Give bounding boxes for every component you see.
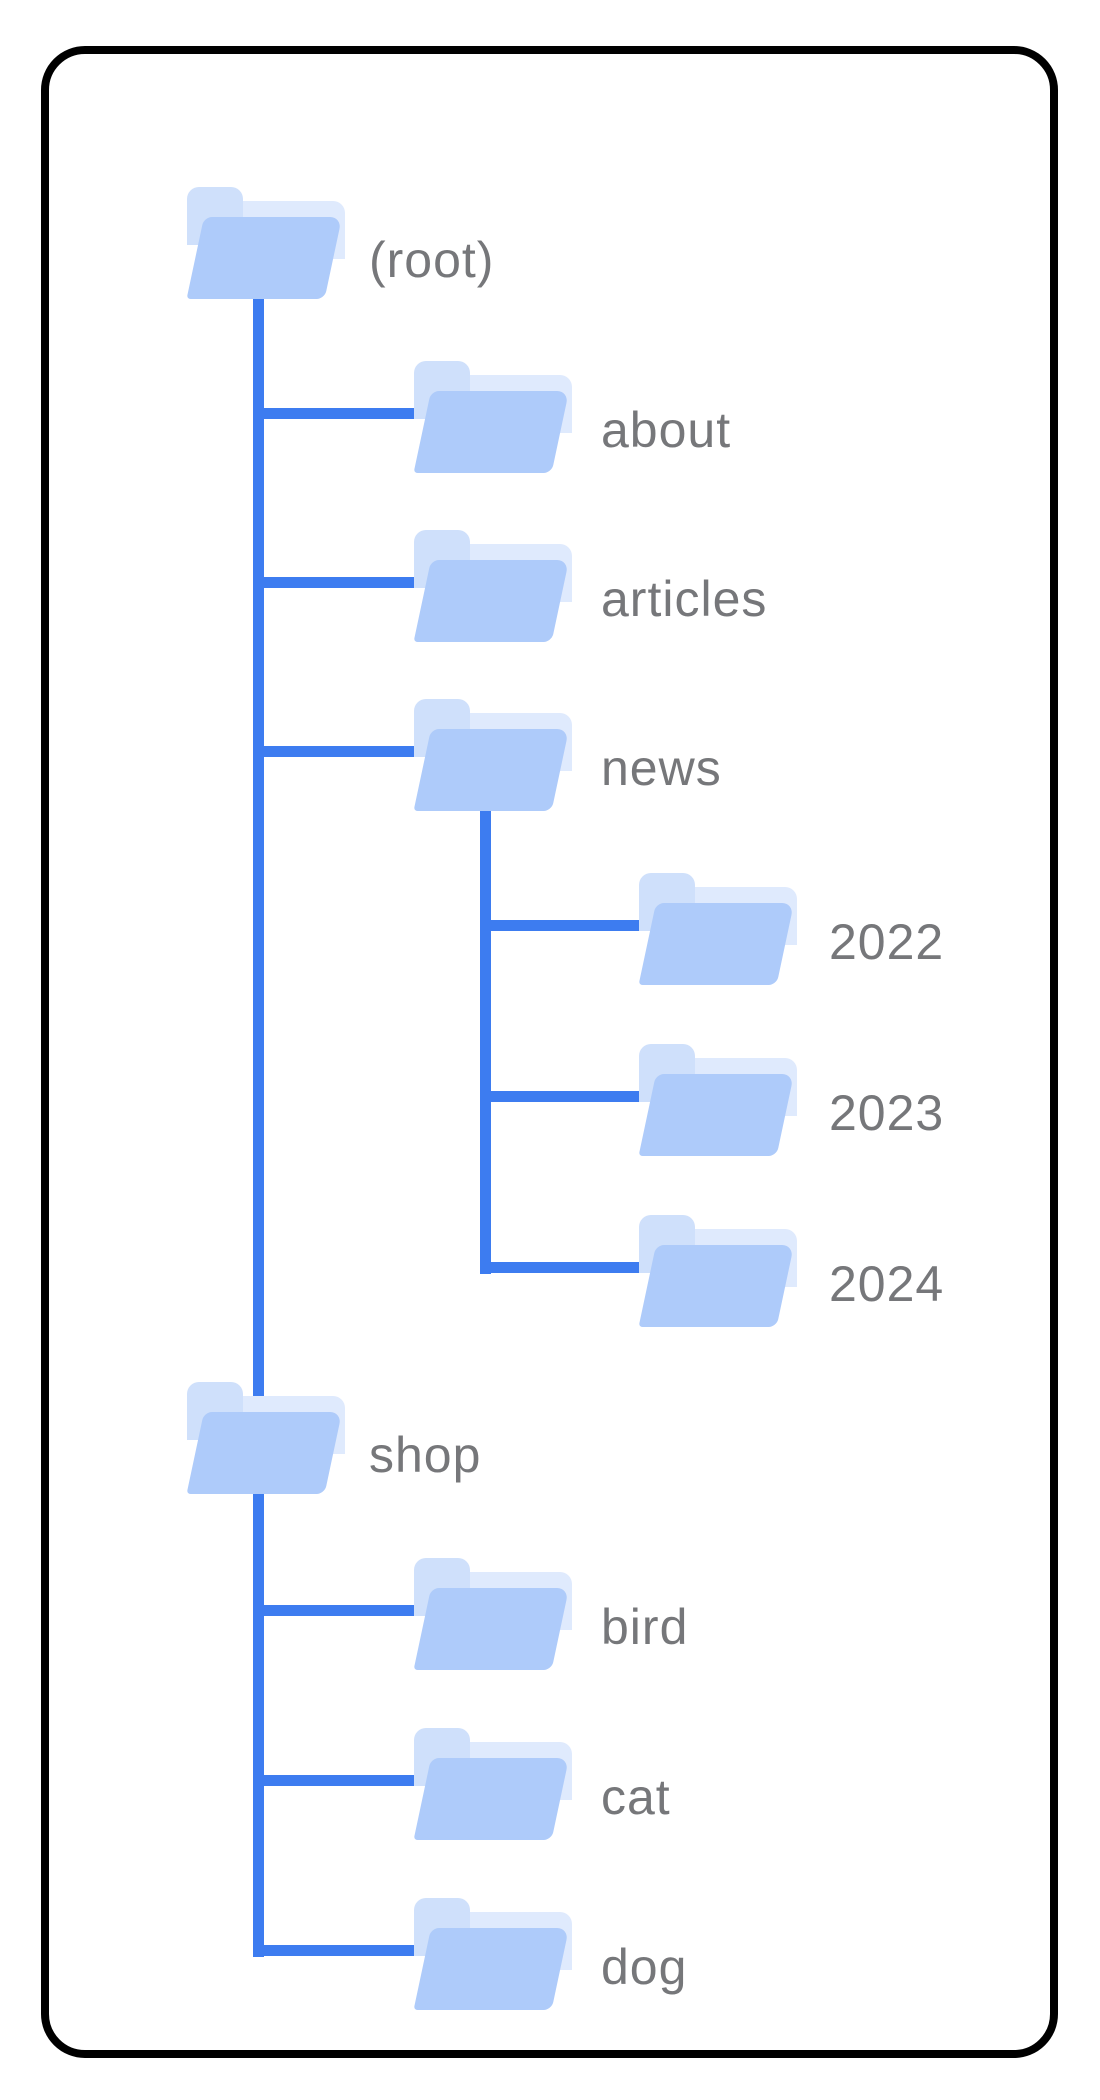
connector-branch-2022 bbox=[480, 920, 661, 931]
folder-icon-articles bbox=[413, 530, 572, 642]
connector-branch-2024 bbox=[480, 1262, 661, 1273]
connector-branch-articles bbox=[253, 577, 439, 588]
folder-label-shop: shop bbox=[369, 1427, 482, 1483]
folder-label-articles: articles bbox=[601, 571, 768, 627]
folder-label-root: (root) bbox=[369, 232, 495, 288]
folder-label-2022: 2022 bbox=[829, 914, 945, 970]
folder-front-shape bbox=[413, 729, 569, 811]
folder-label-bird: bird bbox=[601, 1599, 689, 1655]
folder-front-shape bbox=[638, 1074, 794, 1156]
connector-branch-news bbox=[253, 746, 439, 757]
folder-icon-root bbox=[186, 187, 345, 299]
folder-icon-about bbox=[413, 361, 572, 473]
folder-icon-2023 bbox=[638, 1044, 797, 1156]
connector-branch-dog bbox=[253, 1945, 439, 1956]
folder-label-about: about bbox=[601, 402, 732, 458]
folder-icon-2024 bbox=[638, 1215, 797, 1327]
folder-icon-bird bbox=[413, 1558, 572, 1670]
folder-icon-2022 bbox=[638, 873, 797, 985]
folder-front-shape bbox=[413, 560, 569, 642]
folder-icon-shop bbox=[186, 1382, 345, 1494]
folder-icon-cat bbox=[413, 1728, 572, 1840]
connector-root-vertical bbox=[253, 294, 264, 1957]
folder-front-shape bbox=[186, 1412, 342, 1494]
folder-front-shape bbox=[638, 1245, 794, 1327]
folder-label-2023: 2023 bbox=[829, 1085, 945, 1141]
connector-news-vertical bbox=[480, 804, 491, 1274]
connector-branch-bird bbox=[253, 1605, 439, 1616]
folder-front-shape bbox=[413, 1588, 569, 1670]
folder-label-2024: 2024 bbox=[829, 1256, 945, 1312]
connector-branch-2023 bbox=[480, 1091, 661, 1102]
folder-front-shape bbox=[638, 903, 794, 985]
folder-front-shape bbox=[413, 1758, 569, 1840]
folder-icon-news bbox=[413, 699, 572, 811]
folder-front-shape bbox=[413, 1928, 569, 2010]
folder-label-dog: dog bbox=[601, 1939, 688, 1995]
folder-icon-dog bbox=[413, 1898, 572, 2010]
folder-label-news: news bbox=[601, 740, 722, 796]
diagram-card: (root) about articles news 2022 2023 202… bbox=[41, 46, 1058, 2058]
connector-branch-about bbox=[253, 408, 439, 419]
connector-branch-cat bbox=[253, 1775, 439, 1786]
folder-front-shape bbox=[413, 391, 569, 473]
folder-label-cat: cat bbox=[601, 1769, 671, 1825]
folder-front-shape bbox=[186, 217, 342, 299]
